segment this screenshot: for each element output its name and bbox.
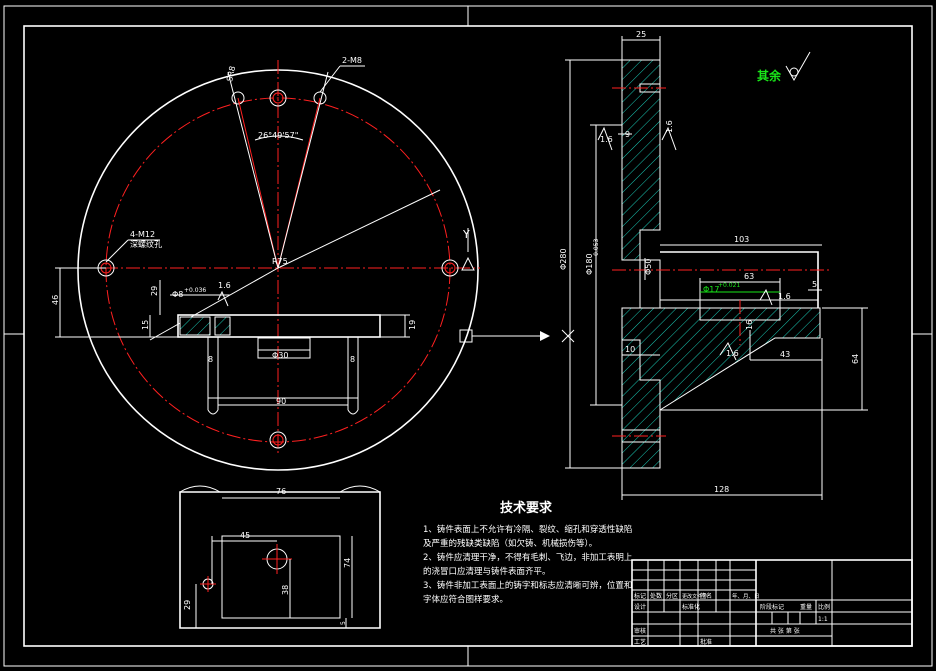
side-view-labels: 25 9 Φ280 Φ180 -0.053 Φ50 10 103 63 Φ17 … xyxy=(559,30,860,494)
tb-label-3: 更改文件号 xyxy=(682,593,707,600)
dim-19: 19 xyxy=(408,320,417,330)
tech-line-2: 2、铸件应清理干净，不得有毛刺、飞边，非加工表明上 xyxy=(423,552,633,563)
label-y: Y xyxy=(462,228,470,241)
dim-8a: 8 xyxy=(208,355,213,364)
bolt-hole-top xyxy=(269,89,287,107)
rough-16-front: 1.6 xyxy=(218,281,231,290)
roughness-note: 其余 xyxy=(757,51,811,83)
tech-line-3: 3、铸件非加工表面上的铸字和标志应清晰可辨，位置和 xyxy=(423,580,632,591)
label-angle: 26°49'57" xyxy=(258,131,298,140)
tb-sheets: 共 张 第 张 xyxy=(770,627,800,635)
side-view xyxy=(561,36,868,500)
label-2m8: 2-M8 xyxy=(342,56,362,65)
dim-16b: 16 xyxy=(745,320,754,330)
tb-process: 工艺 xyxy=(634,638,646,646)
dim-9: 9 xyxy=(625,130,630,139)
dim-43: 43 xyxy=(780,350,790,359)
dim-29: 29 xyxy=(150,286,159,296)
tech-line-2b: 的浇冒口应清理与铸件表面齐平。 xyxy=(423,566,551,577)
dim-63: 63 xyxy=(744,272,754,281)
front-view xyxy=(55,60,550,471)
dim-10: 10 xyxy=(625,345,635,354)
dim-76: 76 xyxy=(276,487,286,496)
tb-label-4: 签名 xyxy=(700,592,712,600)
front-view-labels: 4-M12 深螺纹孔 2-M8 SR8 26°49'57" R75 Y 46 2… xyxy=(51,56,470,406)
dim-phi17-dev: +0.021 xyxy=(718,282,740,289)
tb-approve: 批准 xyxy=(700,638,712,646)
dim-45: 45 xyxy=(240,531,250,540)
dim-29-bottom: 29 xyxy=(183,600,192,610)
bottom-view-labels: 76 45 74 29 38 5 xyxy=(183,487,352,625)
tb-label-5: 年、月、日 xyxy=(732,592,760,600)
tech-line-1b: 及严重的残缺类缺陷（如欠铸、机械损伤等）。 xyxy=(423,538,597,549)
rough-d: 1.6 xyxy=(778,292,791,301)
dim-64: 64 xyxy=(851,354,860,364)
dim-d180-dev: -0.053 xyxy=(593,238,600,258)
dim-phi50: Φ50 xyxy=(644,259,653,275)
dim-phi30: Φ30 xyxy=(272,351,288,360)
rough-c: 1.6 xyxy=(726,349,739,358)
title-block xyxy=(631,559,913,647)
dim-15: 15 xyxy=(141,320,150,330)
label-sr8: SR8 xyxy=(225,65,237,82)
rough-a: 1.6 xyxy=(600,135,613,144)
dim-103: 103 xyxy=(734,235,749,244)
dim-d280: Φ280 xyxy=(559,248,568,270)
tech-requirements: 技术要求 1、铸件表面上不允许有冷隔、裂纹、缩孔和穿透性缺陷 及严重的残缺类缺陷… xyxy=(423,500,633,605)
tb-label-0: 标记 xyxy=(634,592,646,600)
dim-46: 46 xyxy=(51,295,60,305)
tb-weight: 重量 xyxy=(800,603,812,611)
tech-line-1: 1、铸件表面上不允许有冷隔、裂纹、缩孔和穿透性缺陷 xyxy=(423,524,632,535)
dim-38: 38 xyxy=(281,585,290,595)
dim-phi17: Φ17 xyxy=(703,285,719,294)
tb-scale: 比例 xyxy=(818,603,830,611)
bottom-view-outline xyxy=(179,491,381,629)
tech-line-3b: 字体应符合图样要求。 xyxy=(423,594,508,605)
label-4m12-sub: 深螺纹孔 xyxy=(130,239,162,249)
tb-scale-value: 1:1 xyxy=(818,616,828,623)
dim-25: 25 xyxy=(636,30,646,39)
tech-requirements-title: 技术要求 xyxy=(500,500,553,516)
rough-b: 1.6 xyxy=(665,120,674,133)
flange-section xyxy=(621,59,661,261)
tb-standard: 标准化 xyxy=(682,603,700,611)
tb-designer: 设计 xyxy=(634,603,646,611)
dim-74: 74 xyxy=(343,558,352,568)
dim-5-bottom: 5 xyxy=(340,621,347,625)
tb-review: 审核 xyxy=(634,627,646,635)
dim-d180: Φ180 xyxy=(585,253,594,275)
hub-section xyxy=(621,307,821,411)
tol-phi8-dev: +0.036 xyxy=(184,287,206,294)
label-r75: R75 xyxy=(272,257,288,266)
roughness-note-label: 其余 xyxy=(757,68,782,83)
dim-128: 128 xyxy=(714,485,729,494)
m8-hole-left xyxy=(231,91,245,105)
bottom-view xyxy=(179,485,381,629)
tb-stage-mark: 阶段标记 xyxy=(760,603,784,611)
title-block-labels: 标记 处数 分区 更改文件号 签名 年、月、日 设计 标准化 审核 工艺 批准 … xyxy=(634,592,830,646)
label-4m12: 4-M12 xyxy=(130,230,155,239)
boss-section xyxy=(177,314,381,338)
tol-phi8: Φ8 xyxy=(172,290,183,299)
tb-label-2: 分区 xyxy=(666,592,678,600)
dim-8b: 8 xyxy=(350,355,355,364)
bolt-hole-bottom xyxy=(269,431,287,449)
dim-5: 5 xyxy=(812,280,817,289)
tb-label-1: 处数 xyxy=(650,592,662,600)
bolt-hole-right xyxy=(441,259,459,277)
dim-90: 90 xyxy=(276,397,286,406)
